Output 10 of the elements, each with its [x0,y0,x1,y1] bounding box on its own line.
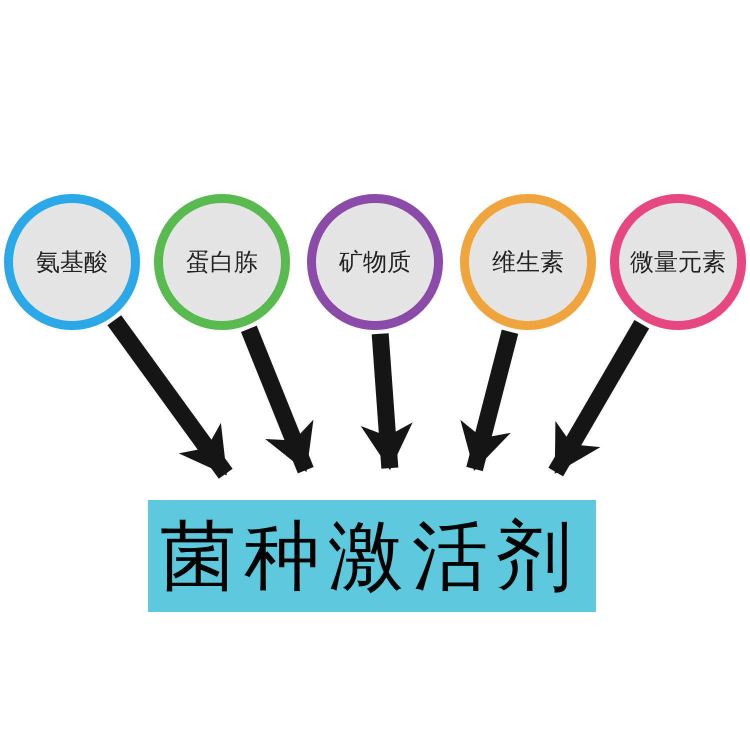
node-label: 氨基酸 [36,247,108,278]
node-label: 微量元素 [630,247,726,278]
arrow [360,333,413,470]
title-banner [148,500,596,612]
node-label: 蛋白胨 [186,247,258,278]
node-label: 维生素 [492,247,564,278]
banner-text: 菌种激活剂 [160,518,580,594]
arrow [460,330,518,472]
node-label: 矿物质 [339,247,411,278]
arrow [548,320,650,476]
